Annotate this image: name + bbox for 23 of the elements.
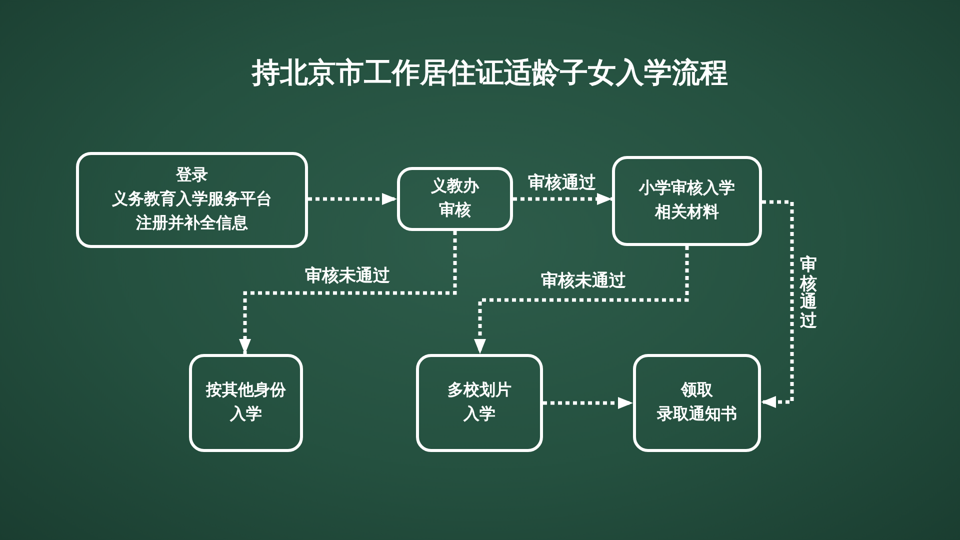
arrow xyxy=(543,397,633,409)
box-label: 领取录取通知书 xyxy=(657,380,737,425)
box-label: 多校划片入学 xyxy=(448,380,512,425)
process-box xyxy=(633,354,761,452)
process-box xyxy=(189,354,303,452)
arrow xyxy=(474,246,689,354)
arrow xyxy=(239,231,457,354)
box-label: 登录义务教育入学服务平台注册并补全信息 xyxy=(112,166,272,234)
edge-label: 审核未通过 xyxy=(305,265,390,287)
box-label: 按其他身份入学 xyxy=(206,380,286,425)
arrow xyxy=(761,200,794,408)
edge-label: 审核通过 xyxy=(528,172,596,194)
box-label: 义教办审核 xyxy=(431,176,479,221)
diagram-title: 持北京市工作居住证适龄子女入学流程 xyxy=(250,56,729,91)
process-box xyxy=(76,152,308,248)
process-box xyxy=(612,156,762,246)
arrow xyxy=(308,193,397,205)
edge-label: 审核通过 xyxy=(800,256,817,331)
process-box xyxy=(397,167,513,231)
arrow xyxy=(513,193,612,205)
edge-label: 审核未通过 xyxy=(541,270,626,292)
process-box xyxy=(416,354,543,452)
box-label: 小学审核入学相关材料 xyxy=(639,178,735,223)
